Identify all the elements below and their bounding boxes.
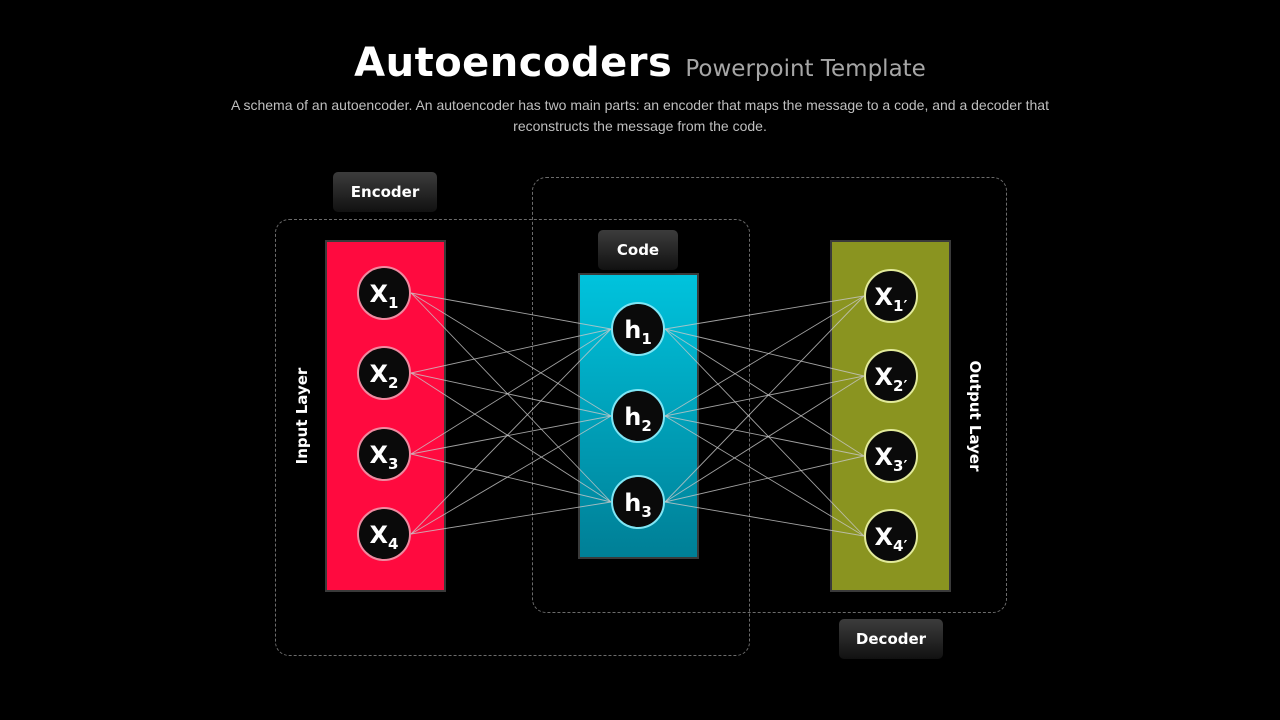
code-node-subscript: 3 [641, 503, 652, 521]
link-h3-x3prime [664, 455, 865, 503]
input-layer-label: Input Layer [293, 367, 311, 465]
output-node-1: X1′ [864, 269, 918, 323]
link-h3-x2prime [664, 375, 865, 503]
description: A schema of an autoencoder. An autoencod… [200, 95, 1080, 137]
decoder-tag: Decoder [839, 619, 943, 659]
code-tag: Code [598, 230, 678, 270]
input-node-subscript: 4 [388, 535, 399, 553]
input-node-subscript: 3 [388, 455, 399, 473]
input-node-2: X2 [357, 346, 411, 400]
input-node-subscript: 1 [388, 294, 399, 312]
link-x1-h3 [410, 292, 612, 503]
link-h1-x1prime [664, 295, 865, 330]
code-node-subscript: 1 [641, 330, 652, 348]
output-node-2: X2′ [864, 349, 918, 403]
output-node-subscript: 2′ [893, 377, 908, 395]
link-h1-x4prime [664, 328, 865, 537]
link-h3-x1prime [664, 295, 865, 503]
link-x2-h3 [410, 372, 612, 503]
code-node-2: h2 [611, 389, 665, 443]
description-line-1: A schema of an autoencoder. An autoencod… [231, 97, 1049, 113]
encoder-outline [275, 219, 750, 656]
output-node-3: X3′ [864, 429, 918, 483]
link-h2-x4prime [664, 415, 865, 537]
link-x3-h2 [410, 415, 612, 455]
input-node-4: X4 [357, 507, 411, 561]
link-h3-x4prime [664, 501, 865, 537]
input-node-subscript: 2 [388, 374, 399, 392]
page-subtitle: Powerpoint Template [685, 56, 926, 82]
page-title: Autoencoders [354, 40, 673, 86]
code-node-1: h1 [611, 302, 665, 356]
output-node-symbol: X [874, 523, 894, 551]
link-h1-x3prime [664, 328, 865, 457]
output-node-symbol: X [874, 363, 894, 391]
output-node-4: X4′ [864, 509, 918, 563]
code-node-symbol: h [624, 489, 642, 517]
output-node-symbol: X [874, 443, 894, 471]
link-x2-h1 [410, 328, 612, 374]
input-node-1: X1 [357, 266, 411, 320]
link-x3-h1 [410, 328, 612, 455]
link-x2-h2 [410, 372, 612, 417]
link-h1-x2prime [664, 328, 865, 377]
output-node-symbol: X [874, 283, 894, 311]
link-x4-h2 [410, 415, 612, 535]
link-x3-h3 [410, 453, 612, 503]
link-h2-x3prime [664, 415, 865, 457]
code-node-symbol: h [624, 403, 642, 431]
code-node-symbol: h [624, 316, 642, 344]
input-node-symbol: X [369, 521, 389, 549]
description-line-2: reconstructs the message from the code. [513, 118, 767, 134]
decoder-outline [532, 177, 1007, 613]
output-node-subscript: 3′ [893, 457, 908, 475]
code-node-subscript: 2 [641, 417, 652, 435]
code-node-3: h3 [611, 475, 665, 529]
title-row: Autoencoders Powerpoint Template [0, 40, 1280, 86]
link-x4-h3 [410, 501, 612, 535]
link-x1-h1 [410, 292, 612, 330]
input-node-symbol: X [369, 280, 389, 308]
link-h2-x1prime [664, 295, 865, 417]
input-node-symbol: X [369, 441, 389, 469]
encoder-tag: Encoder [333, 172, 437, 212]
link-x1-h2 [410, 292, 612, 417]
output-layer-label: Output Layer [966, 360, 984, 472]
input-node-3: X3 [357, 427, 411, 481]
input-node-symbol: X [369, 360, 389, 388]
output-node-subscript: 4′ [893, 537, 908, 555]
output-node-subscript: 1′ [893, 297, 908, 315]
link-h2-x2prime [664, 375, 865, 417]
link-x4-h1 [410, 328, 612, 535]
